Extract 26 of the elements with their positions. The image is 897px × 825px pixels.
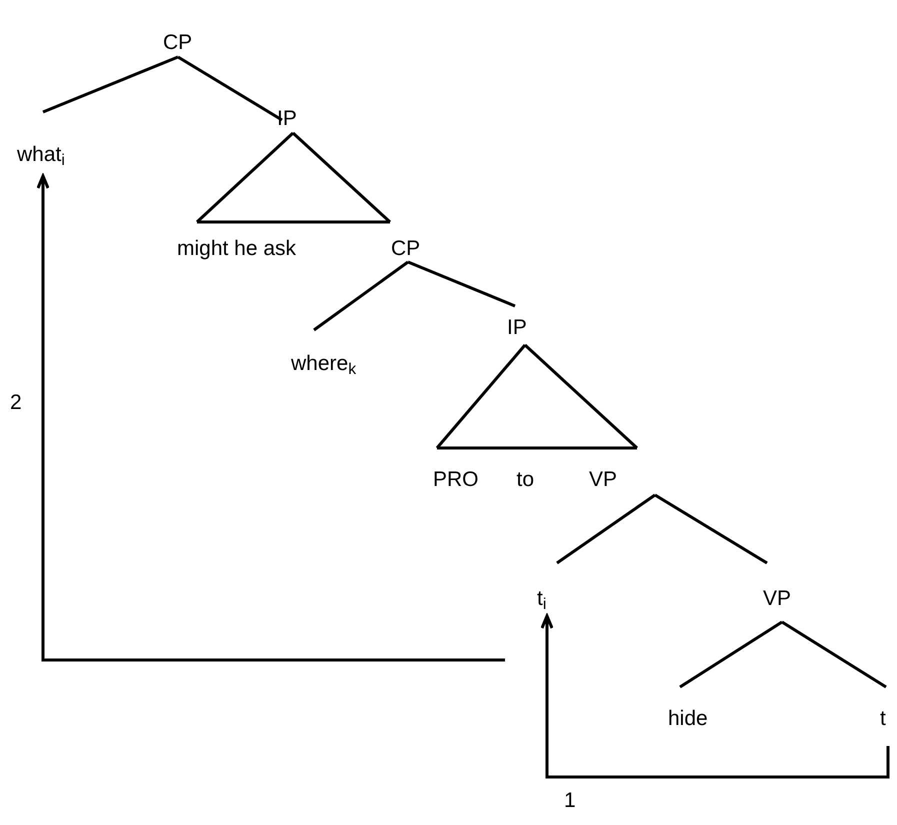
- movement-arrow: [36, 174, 505, 662]
- tree-branch-line: [556, 494, 656, 564]
- tree-node-label: VP: [589, 467, 618, 493]
- tree-branch-line: [196, 132, 294, 224]
- tree-branch-line: [781, 620, 887, 688]
- tree-branch-line: [292, 132, 392, 224]
- tree-branch-line: [524, 344, 638, 450]
- tree-branch-line: [654, 494, 768, 564]
- tree-node-label: what$_{i}$: [17, 142, 65, 168]
- tree-node-label: where$_{k}$: [291, 351, 356, 377]
- tree-branch-line: [313, 260, 409, 332]
- tree-node-label: t$_{i}$: [537, 586, 546, 612]
- tree-node-label: CP: [391, 236, 420, 262]
- tree-branch-line: [436, 344, 526, 449]
- tree-node-label: hide: [668, 706, 708, 732]
- tree-branch-line: [42, 56, 179, 114]
- tree-node-label: PRO to: [433, 467, 534, 493]
- tree-node-label: VP: [763, 586, 792, 612]
- tree-branch-line: [407, 260, 516, 308]
- tree-branch-line: [177, 56, 283, 122]
- tree-node-label: CP: [163, 30, 192, 56]
- tree-branch-line: [679, 620, 783, 688]
- movement-arrow: [540, 614, 890, 778]
- tree-node-label: t: [880, 706, 886, 732]
- tree-node-label: might he ask: [177, 236, 296, 262]
- tree-node-label: IP: [507, 315, 527, 341]
